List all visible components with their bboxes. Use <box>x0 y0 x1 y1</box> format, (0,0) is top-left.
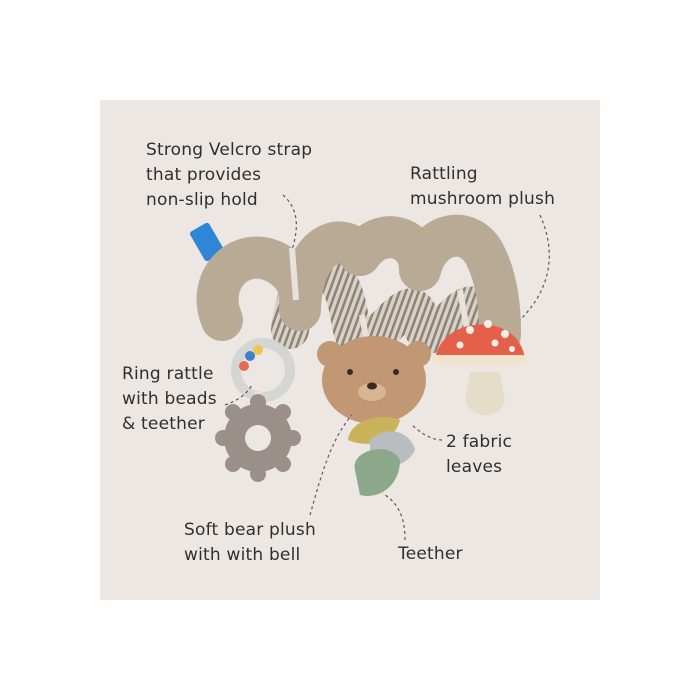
bear-plush <box>317 336 431 424</box>
velcro-strap-label: Strong Velcro strap that provides non-sl… <box>146 140 313 210</box>
mushroom-plush <box>432 320 527 415</box>
brand-tag <box>190 222 224 262</box>
ring-rattle-label: Ring rattle with beads & teether <box>122 364 217 434</box>
mushroom-plush-label: Rattling mushroom plush <box>410 164 556 209</box>
fabric-leaves-label: 2 fabric leaves <box>446 432 513 477</box>
fabric-leaves <box>348 416 415 496</box>
flower-teether <box>215 394 301 482</box>
spiral-plush-coil <box>196 214 521 362</box>
bear-plush-label: Soft bear plush with with bell <box>184 520 316 565</box>
teether-label: Teether <box>398 544 463 564</box>
leader-lines <box>224 194 550 541</box>
